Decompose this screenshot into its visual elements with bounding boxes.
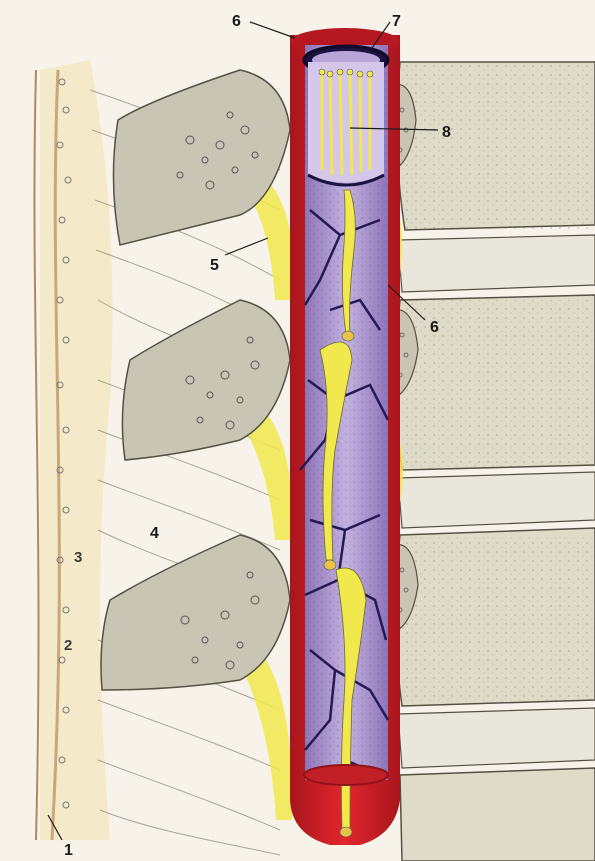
label-6-mid: 6 [430, 319, 439, 336]
dura-bottom-opening [304, 765, 388, 785]
label-8: 8 [442, 124, 451, 141]
label-2: 2 [64, 637, 72, 654]
vertebral-bodies [395, 62, 595, 861]
vertebral-arches [101, 70, 290, 690]
label-7: 7 [392, 13, 401, 30]
label-5: 5 [210, 257, 219, 274]
label-4: 4 [150, 525, 159, 542]
label-1: 1 [64, 842, 73, 859]
label-6-top: 6 [232, 13, 241, 30]
skin-layer [40, 60, 113, 840]
label-3: 3 [74, 549, 82, 566]
cord-cutaway [308, 62, 384, 183]
